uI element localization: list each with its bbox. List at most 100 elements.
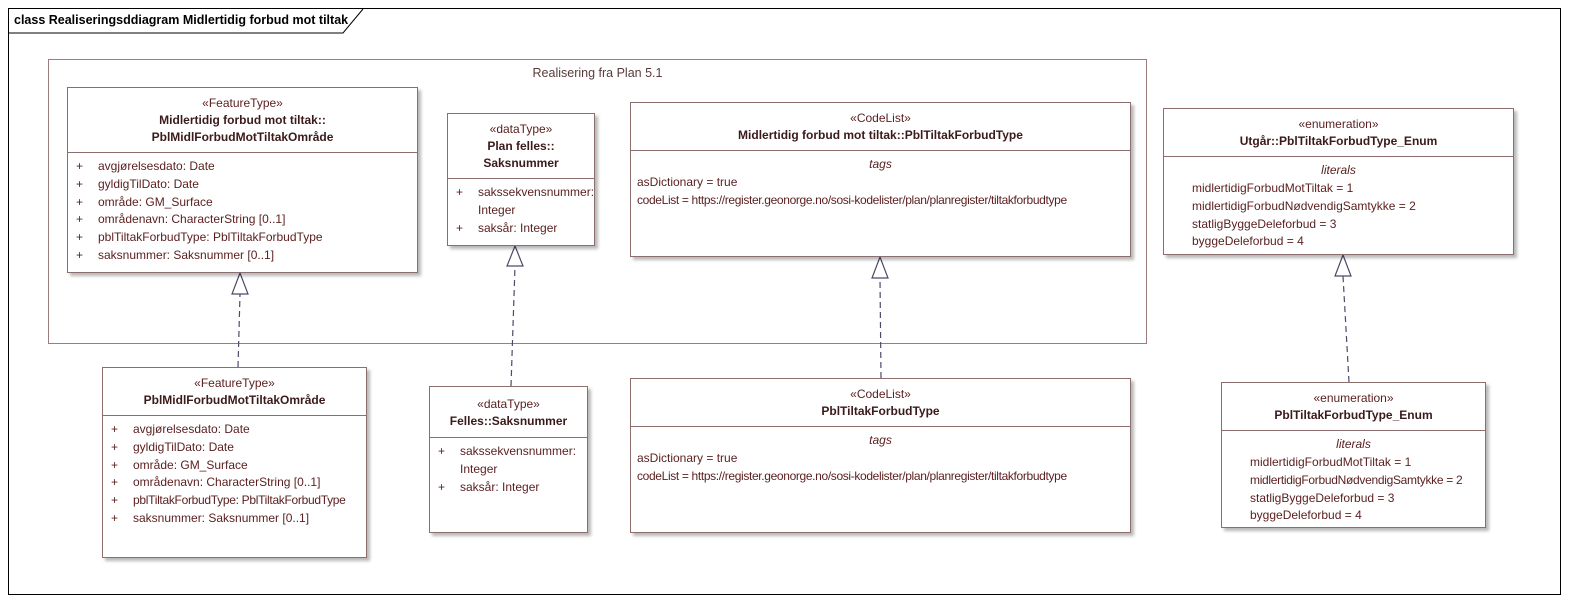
visibility-marker [454,202,478,220]
visibility-marker: + [438,479,446,494]
attribute-row: +pblTiltakForbudType: PblTiltakForbudTyp… [74,229,411,247]
stereotype-label: «CodeList» [850,111,911,125]
attribute-list: + sakssekvensnummer: Integer + saksår: Int… [430,438,587,501]
visibility-marker: + [111,457,119,472]
visibility-marker: + [76,230,84,245]
attribute-row: +gyldigTilDato: Date [109,439,360,457]
attribute-text: Integer [460,461,498,476]
class-enumeration[interactable]: «enumeration» PblTiltakForbudType_Enum l… [1221,382,1486,528]
visibility-marker: + [456,185,464,199]
visibility-marker: + [111,422,119,436]
class-enumeration-utgar[interactable]: «enumeration» Utgår::PblTiltakForbudType… [1163,108,1514,255]
attribute-row: + områdenavn: CharacterString [0..1] [74,211,411,229]
attribute-text: Integer [478,202,516,217]
class-name: PblMidlForbudMotTiltakOmråde [151,130,334,144]
class-datatype[interactable]: «dataType» Felles::Saksnummer + sakssekve… [429,386,588,533]
package-boundary: Realisering fra Plan 5.1 [48,59,1147,344]
attribute-list: + sakssekvensnummer: Integer +saksår: Int… [448,179,594,242]
attribute-row: + saksnummer: Saksnummer [0..1] [109,510,360,528]
attribute-row: + gyldigTilDato: Date [74,176,411,194]
class-name: Utgår::PblTiltakForbudType_Enum [1239,134,1438,148]
visibility-marker: + [438,444,446,458]
attribute-row: + sakssekvensnummer: [454,184,594,202]
class-datatype-plan[interactable]: «dataType» Plan felles:: Saksnummer +sak… [447,113,595,246]
attribute-text: område: GM_Surface [98,194,213,209]
stereotype-label: «FeatureType» [202,96,283,110]
visibility-marker [436,461,460,479]
attribute-row: + sakssekvensnummer: [436,443,581,461]
visibility-marker: + [111,475,119,490]
literals-section-label: literals [1336,437,1371,451]
diagram-frame [8,8,1561,595]
attribute-row: +pblTiltakForbudType: PblTiltakForbudTyp… [109,492,360,510]
visibility-marker: + [76,247,84,262]
attribute-row: +saksår: Integer [454,220,588,238]
class-codelist[interactable]: «CodeList» PblTiltakForbudType tags asDi… [630,378,1131,533]
visibility-marker: + [456,220,464,235]
class-name: Midlertidig forbud mot tiltak:: [159,113,326,127]
attribute-list: + avgjørelsesdato: Date + gyldigTilDato: D… [68,153,417,270]
visibility-marker: + [111,510,119,525]
class-name: PblMidlForbudMotTiltakOmråde [143,393,326,407]
class-name: Plan felles:: [487,139,555,153]
class-name: Saksnummer [483,156,559,170]
tag-row: asDictionary = true [637,451,738,465]
visibility-marker: + [111,439,119,454]
class-header: «dataType» Felles::Saksnummer [430,387,587,438]
attribute-list: + avgjørelsesdato: Date +gyldigTilDato: D… [103,416,366,533]
attribute-text: områdenavn: CharacterString [0..1] [98,212,286,227]
class-header: «CodeList» Midlertidig forbud mot tiltak… [631,103,1130,151]
tag-row: codeList = https://register.geonorge.no/… [637,468,1067,483]
attribute-text: saksnummer: Saksnummer [0..1] [133,510,310,525]
literal-row: midlertidigForbudNødvendigSamtykke = 2 [1250,472,1463,487]
stereotype-label: «dataType» [489,122,553,136]
literal-row: midlertidigForbudMotTiltak = 1 [1250,455,1412,469]
tag-row: asDictionary = true [637,175,738,189]
visibility-marker: + [76,159,84,173]
diagram-title: class Realiseringsddiagram Midlertidig f… [14,13,349,27]
class-name: PblTiltakForbudType [821,404,940,418]
visibility-marker: + [76,212,84,227]
attribute-text: område: GM_Surface [133,457,248,472]
attribute-text: avgjørelsesdato: Date [98,159,215,173]
visibility-marker: + [76,194,84,209]
literal-row: midlertidigForbudNødvendigSamtykke = 2 [1192,198,1416,213]
attribute-row: + område: GM_Surface [109,457,360,475]
class-header: «enumeration» Utgår::PblTiltakForbudType… [1164,109,1513,157]
attribute-row: Integer [436,461,581,479]
literal-row: midlertidigForbudMotTiltak = 1 [1192,181,1354,195]
attribute-row: + område: GM_Surface [74,194,411,212]
attribute-row: + saksår: Integer [436,479,581,497]
attribute-row: + områdenavn: CharacterString [0..1] [109,474,360,492]
class-header: «CodeList» PblTiltakForbudType [631,379,1130,427]
literal-row: byggeDeleforbud = 4 [1250,508,1362,523]
literal-row: statligByggeDeleforbud = 3 [1192,216,1337,231]
stereotype-label: «CodeList» [850,387,911,401]
visibility-marker: + [76,176,84,191]
attribute-text: avgjørelsesdato: Date [133,422,250,436]
attribute-text: sakssekvensnummer: [460,444,577,458]
attribute-row: Integer [454,202,588,220]
attribute-text: sakssekvensnummer: [478,185,595,199]
attribute-text: gyldigTilDato: Date [98,176,199,191]
attribute-row: + avgjørelsesdato: Date [74,158,411,176]
class-codelist-plan[interactable]: «CodeList» Midlertidig forbud mot tiltak… [630,102,1131,257]
class-header: «enumeration» PblTiltakForbudType_Enum [1222,383,1485,431]
class-header: «FeatureType» PblMidlForbudMotTiltakOmrå… [103,368,366,416]
class-name: PblTiltakForbudType_Enum [1274,408,1433,422]
class-header: «FeatureType» Midlertidig forbud mot til… [68,88,417,153]
class-header: «dataType» Plan felles:: Saksnummer [448,114,594,179]
stereotype-label: «enumeration» [1313,391,1394,405]
class-featuretype[interactable]: «FeatureType» PblMidlForbudMotTiltakOmrå… [102,367,367,558]
literals-section-label: literals [1321,163,1356,177]
package-label: Realisering fra Plan 5.1 [532,66,663,80]
attribute-row: + avgjørelsesdato: Date [109,421,360,439]
tags-section-label: tags [869,433,892,447]
attribute-text: saksår: Integer [460,479,540,494]
stereotype-label: «enumeration» [1298,117,1379,131]
literal-row: statligByggeDeleforbud = 3 [1250,490,1395,505]
attribute-row: +saksnummer: Saksnummer [0..1] [74,247,411,265]
attribute-text: områdenavn: CharacterString [0..1] [133,475,321,490]
tag-row: codeList = https://register.geonorge.no/… [637,192,1067,207]
class-featuretype-plan[interactable]: «FeatureType» Midlertidig forbud mot til… [67,87,418,273]
